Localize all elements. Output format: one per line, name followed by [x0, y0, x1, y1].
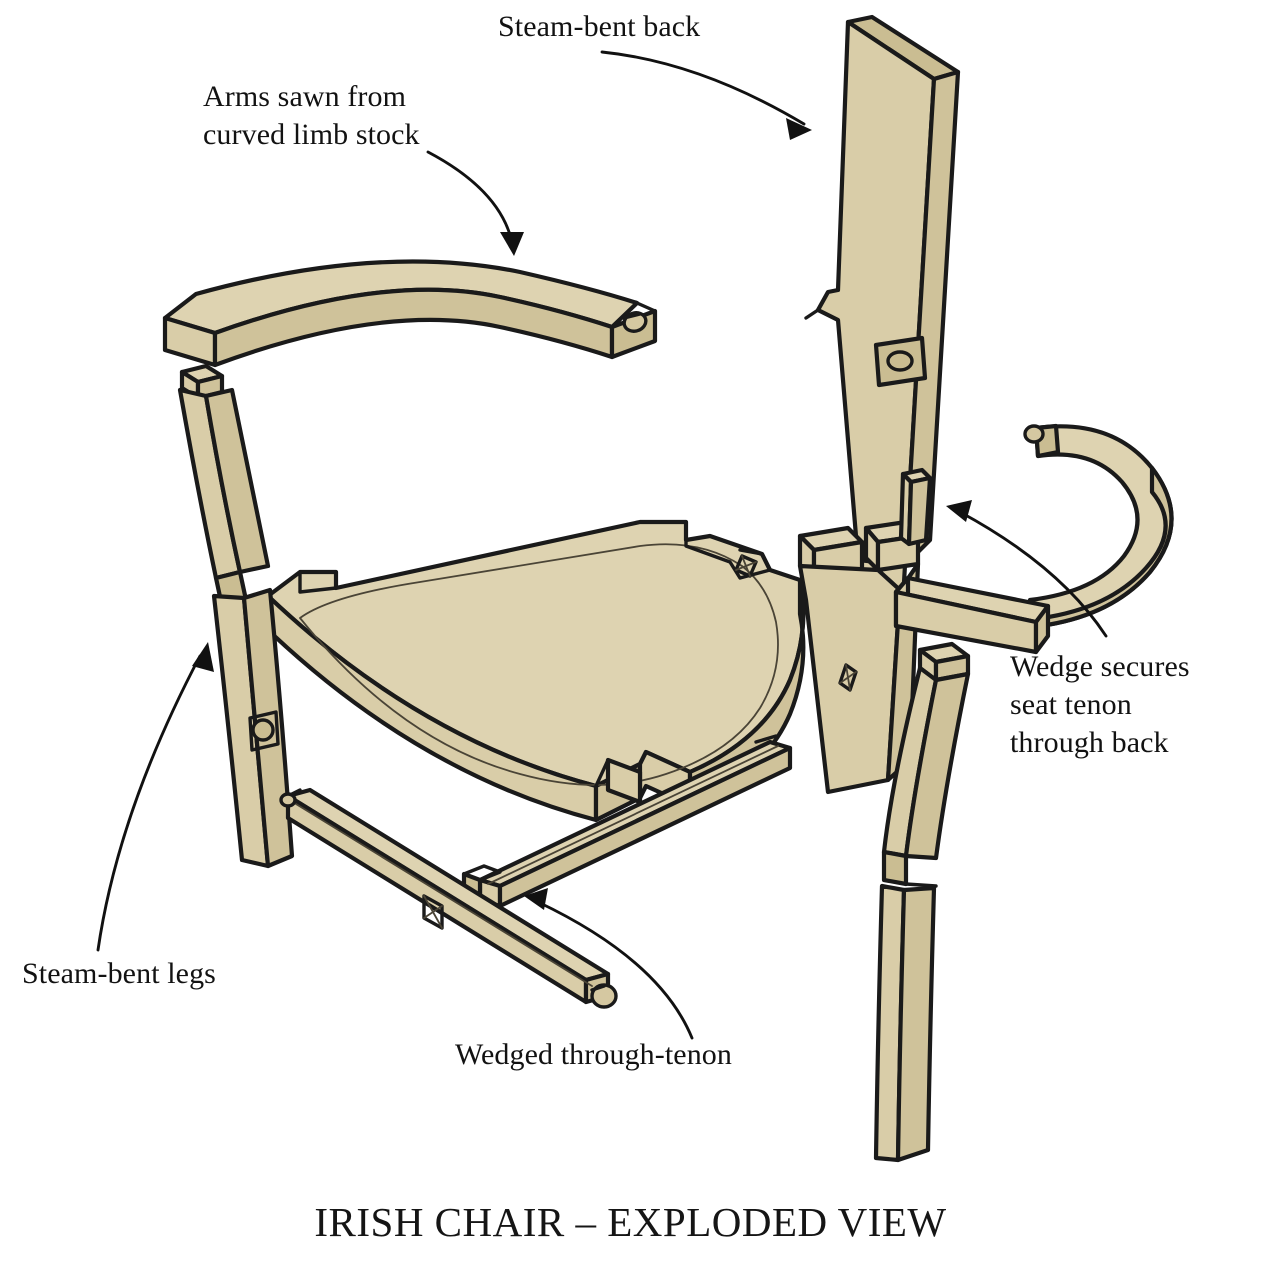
component-left-arm — [162, 259, 658, 368]
component-back-wedge — [898, 467, 933, 547]
component-right-arm — [893, 423, 1174, 655]
component-left-front-leg — [177, 363, 295, 869]
component-front-stretcher — [279, 787, 618, 1009]
figure-title: IRISH CHAIR – EXPLODED VIEW — [314, 1199, 947, 1245]
label-wedged-through-tenon: Wedged through-tenon — [455, 1038, 733, 1071]
label-steam-bent-back: Steam-bent back — [498, 10, 701, 43]
label-arms-sawn-from-curved-limb-stock: Arms sawn from curved limb stock — [203, 80, 420, 152]
leader-lines — [96, 50, 1108, 1040]
label-steam-bent-legs: Steam-bent legs — [22, 957, 216, 990]
component-right-rear-leg — [873, 641, 971, 1163]
component-back-plank — [797, 14, 961, 795]
label-wedge-secures-seat-tenon-through-back: Wedge secures seat tenon through back — [1010, 650, 1190, 760]
